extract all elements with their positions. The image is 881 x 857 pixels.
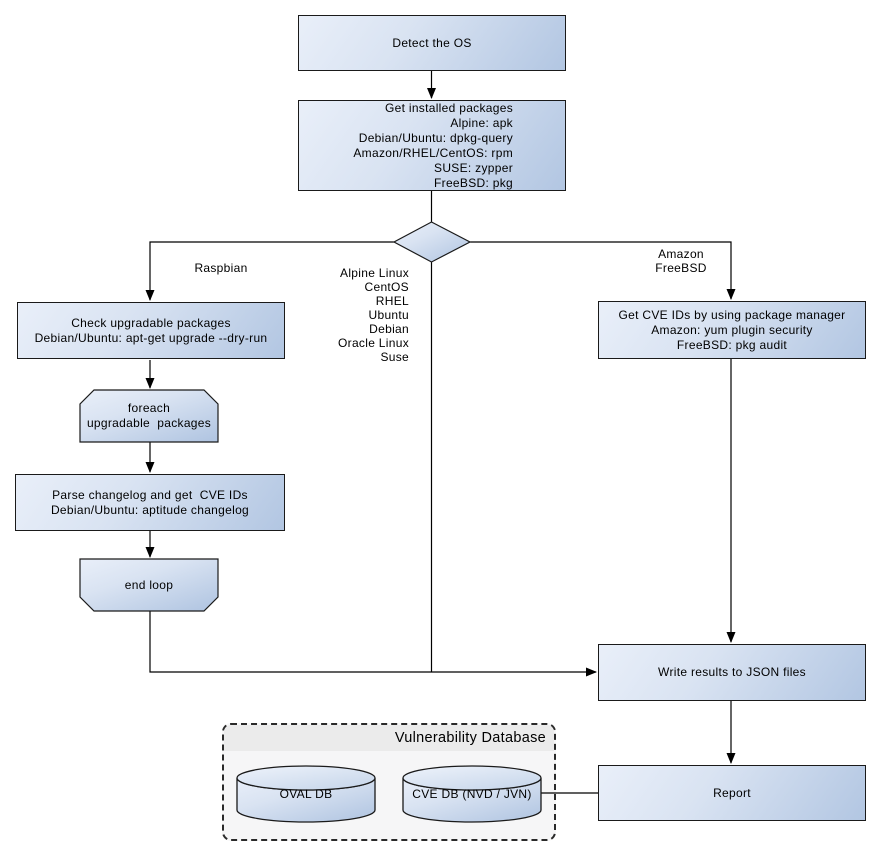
edge-decision-to-check	[145, 241, 394, 301]
node-get-installed-packages-label: Get installed packages Alpine: apk Debia…	[353, 100, 513, 190]
edge-endloop-to-write	[149, 611, 597, 677]
foreach-loop-label: foreach upgradable packages	[86, 401, 212, 430]
end-loop-label: end loop	[124, 577, 174, 592]
oval-db-label: OVAL DB	[279, 786, 333, 801]
node-check-upgradable-packages-label: Check upgradable packages Debian/Ubuntu:…	[34, 315, 268, 345]
node-parse-changelog: Parse changelog and get CVE IDs Debian/U…	[15, 474, 285, 531]
cve-db-cylinder	[402, 765, 542, 823]
node-check-upgradable-packages: Check upgradable packages Debian/Ubuntu:…	[17, 302, 285, 359]
edge-decision-to-getcve	[470, 241, 736, 300]
node-get-installed-packages: Get installed packages Alpine: apk Debia…	[298, 100, 566, 191]
node-get-cve-ids-label: Get CVE IDs by using package manager Ama…	[618, 307, 846, 352]
node-write-results-label: Write results to JSON files	[658, 665, 806, 679]
node-report: Report	[598, 765, 866, 821]
decision-diamond	[392, 221, 472, 263]
node-get-cve-ids: Get CVE IDs by using package manager Ama…	[598, 301, 866, 359]
node-detect-os: Detect the OS	[298, 15, 566, 71]
node-report-label: Report	[713, 785, 751, 800]
branch-label-raspbian: Raspbian	[194, 261, 248, 275]
branch-label-os-list: Alpine Linux CentOS RHEL Ubuntu Debian O…	[338, 266, 409, 364]
vulnerability-database-header: Vulnerability Database	[224, 725, 554, 751]
end-loop-shape	[79, 558, 219, 612]
node-detect-os-label: Detect the OS	[392, 35, 472, 50]
branch-label-amazon-freebsd: Amazon FreeBSD	[655, 247, 707, 275]
oval-db-cylinder	[236, 765, 376, 823]
node-parse-changelog-label: Parse changelog and get CVE IDs Debian/U…	[50, 487, 250, 517]
vulnerability-database-title: Vulnerability Database	[394, 730, 546, 746]
node-write-results: Write results to JSON files	[598, 644, 866, 701]
cve-db-label: CVE DB (NVD / JVN)	[412, 786, 532, 801]
foreach-loop-shape	[79, 389, 219, 443]
